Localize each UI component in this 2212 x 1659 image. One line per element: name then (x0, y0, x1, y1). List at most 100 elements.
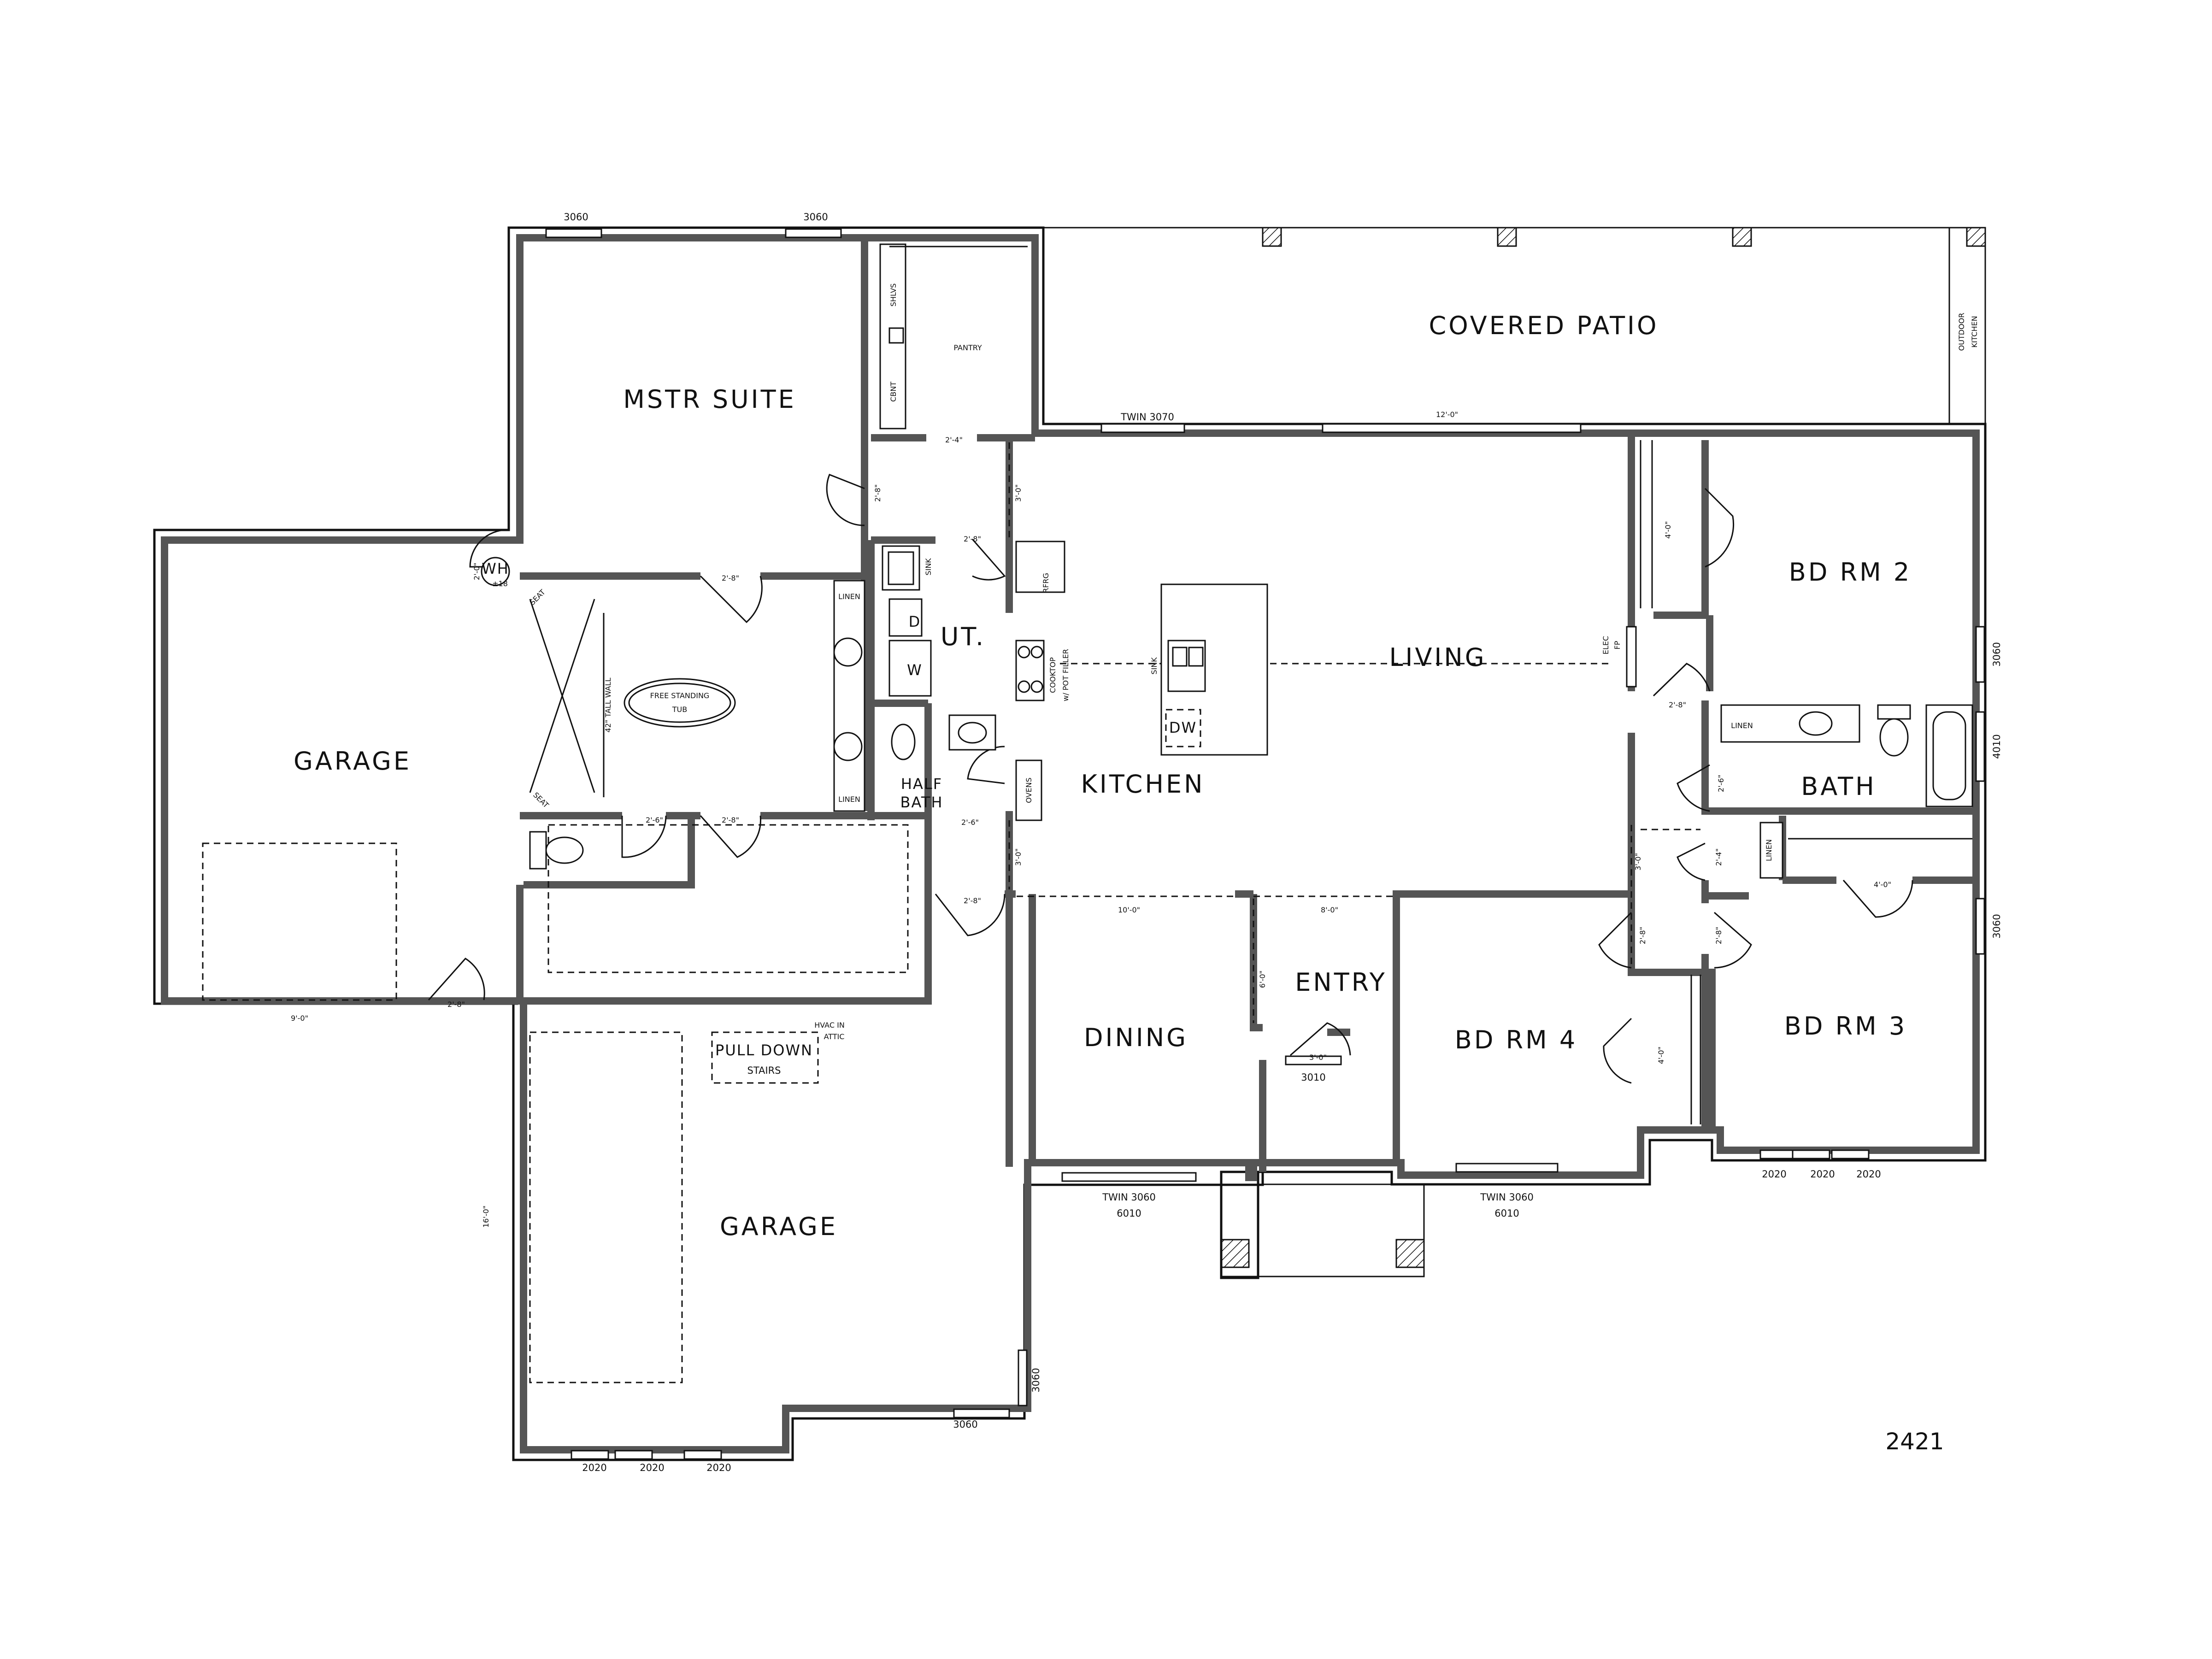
free-standing-label-2: TUB (672, 705, 687, 714)
dimension-label: 2'-6" (961, 818, 979, 827)
entry-porch (1220, 1183, 1425, 1277)
window-label: 2020 (1810, 1169, 1835, 1180)
window-label: 3060 (1991, 914, 2002, 938)
dw-label: DW (1169, 719, 1197, 736)
linen-bath-label: LINEN (1731, 721, 1753, 730)
window-label: TWIN 3060 (1102, 1192, 1156, 1203)
wh-sub-label: ±18 (492, 579, 508, 588)
garage-bottom-label: GARAGE (720, 1212, 838, 1241)
sink-ut-label: SINK (924, 558, 933, 576)
pantry-label: PANTRY (953, 343, 982, 352)
ut-label: UT. (941, 622, 986, 651)
cooktop-label-1: COOKTOP (1048, 657, 1057, 693)
shlvs-label: SHLVS (889, 283, 898, 306)
entry-label: ENTRY (1295, 968, 1387, 997)
elec-fp-label-2: FP (1613, 641, 1622, 649)
rfrg-label: RFRG (1041, 573, 1050, 593)
covered-patio (1042, 227, 1986, 425)
window-label: TWIN 3070 (1120, 412, 1174, 423)
bd-rm-3-label: BD RM 3 (1784, 1012, 1907, 1041)
linen-hall-label: LINEN (1765, 839, 1773, 861)
dimension-label: 12'-0" (1436, 410, 1458, 419)
wh-label: WH (482, 560, 509, 577)
window-label: 3060 (803, 212, 828, 223)
dimension-label: 6'-0" (1258, 971, 1267, 988)
window-label: 2020 (1856, 1169, 1881, 1180)
hvac-label-1: HVAC IN (814, 1021, 845, 1030)
dimension-label: 9'-0" (291, 1014, 308, 1023)
dimension-label: 2'-6" (646, 816, 663, 824)
dimension-label: 2'-4" (945, 435, 963, 444)
plan-number: 2421 (1885, 1428, 1944, 1455)
doors (428, 474, 1913, 1084)
dimension-label: 2'-8" (1714, 927, 1723, 944)
elec-fp-label-1: ELEC (1601, 636, 1610, 654)
dimension-label: 2'-8" (964, 896, 981, 905)
window-label: 2020 (640, 1462, 664, 1473)
window-label: 6010 (1494, 1208, 1519, 1219)
room-labels: MSTR SUITE COVERED PATIO OUTDOOR KITCHEN… (294, 311, 1979, 1241)
half-bath-label-2: BATH (900, 794, 943, 811)
dimension-label: 4'-0" (1657, 1047, 1665, 1064)
dimension-label: 2'-6" (1717, 775, 1725, 792)
dimension-label: 3'-0" (1014, 848, 1023, 866)
dryer-label: D (909, 613, 921, 630)
half-bath-label-1: HALF (901, 775, 942, 793)
bd-rm-4-label: BD RM 4 (1455, 1025, 1577, 1054)
ovens-label: OVENS (1024, 777, 1033, 803)
bd-rm-2-label: BD RM 2 (1789, 558, 1912, 587)
dimension-label: 2'-8" (873, 484, 882, 502)
outdoor-kitchen-label-1: OUTDOOR (1957, 313, 1966, 351)
fixtures (481, 243, 1973, 1124)
dimension-label: 3'-0" (1309, 1053, 1327, 1062)
window-label: 3060 (1991, 642, 2002, 666)
window-label: 2020 (1762, 1169, 1786, 1180)
window-label: 3060 (953, 1419, 977, 1430)
dimension-label: 2'-8" (964, 535, 981, 543)
dimension-label: 4'-0" (1874, 880, 1891, 889)
kitchen-label: KITCHEN (1081, 770, 1205, 799)
hvac-label-2: ATTIC (824, 1032, 845, 1041)
dimension-label: 2'-8" (1669, 700, 1686, 709)
bath-label: BATH (1801, 772, 1876, 801)
dimension-label: 4'-0" (1664, 521, 1672, 539)
dimension-label: 2'-8" (1638, 927, 1647, 944)
garage-left-label: GARAGE (294, 747, 412, 776)
mstr-suite-label: MSTR SUITE (623, 385, 796, 414)
dimension-label: 16'-0" (482, 1206, 490, 1228)
outdoor-kitchen-label-2: KITCHEN (1970, 316, 1979, 347)
dimension-label: 8'-0" (1321, 906, 1338, 914)
windows (545, 228, 1985, 1460)
pull-down-label-1: PULL DOWN (715, 1041, 813, 1059)
linen-mstr-top-label: LINEN (838, 592, 860, 601)
pull-down-label-2: STAIRS (747, 1065, 781, 1076)
exterior-walls (153, 226, 1987, 1461)
linen-mstr-bottom-label: LINEN (838, 795, 860, 804)
dimension-labels: 12'-0" 2'-4" 2'-8" 3'-0" 2'-8" 2'-0" 2'-… (291, 410, 1891, 1228)
window-label: 2020 (582, 1462, 606, 1473)
covered-patio-label: COVERED PATIO (1429, 311, 1659, 340)
dimension-label: 10'-0" (1118, 906, 1140, 914)
window-label: 6010 (1117, 1208, 1141, 1219)
window-label: TWIN 3060 (1480, 1192, 1534, 1203)
dimension-label: 2'-8" (447, 1000, 465, 1009)
garage-doors (202, 824, 909, 1383)
window-label: 3060 (564, 212, 588, 223)
dimension-label: 3'-0" (1014, 484, 1023, 502)
dimension-label: 2'-8" (722, 816, 739, 824)
dimension-label: 2'-4" (1714, 848, 1723, 866)
free-standing-label-1: FREE STANDING (650, 691, 710, 700)
living-label: LIVING (1389, 643, 1486, 672)
window-label: 4010 (1991, 734, 2002, 759)
washer-label: W (907, 661, 923, 679)
dimension-label: 2'-0" (472, 563, 481, 580)
archways (1008, 442, 1700, 1023)
dimension-label: 3'-0" (1634, 853, 1642, 871)
window-label: 3010 (1301, 1072, 1325, 1083)
cbnt-label: CBNT (889, 382, 898, 402)
tall-wall-label: 42" TALL WALL (604, 677, 612, 732)
window-label: 3060 (1030, 1368, 1041, 1392)
sink-island-label: SINK (1150, 657, 1159, 675)
window-label: 2020 (706, 1462, 731, 1473)
